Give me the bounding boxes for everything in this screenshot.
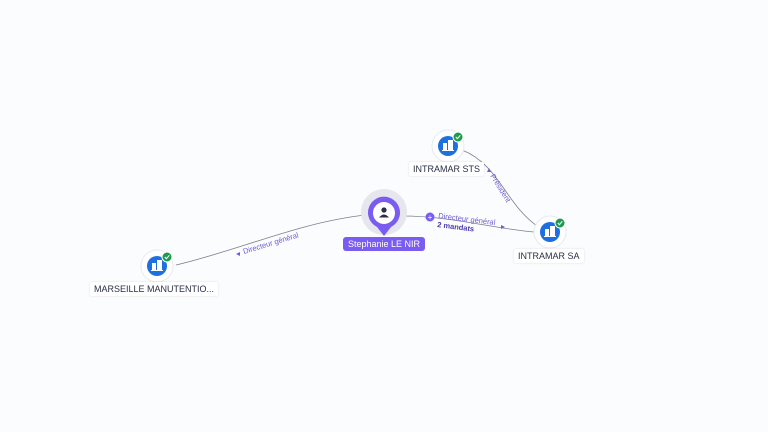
arrow-icon [501, 225, 505, 229]
person-icon [379, 207, 389, 218]
marseille-node-label[interactable]: MARSEILLE MANUTENTIO... [90, 282, 219, 296]
verified-check-icon [452, 131, 464, 143]
edge-person-marseille [175, 214, 367, 266]
add-icon[interactable] [425, 212, 435, 222]
arrow-icon [236, 252, 240, 256]
node-intramar-sts[interactable] [431, 129, 465, 163]
person-node-inner [373, 202, 395, 224]
building-icon [151, 260, 163, 271]
verified-check-icon [161, 251, 173, 263]
edge-label-group-intramar-sa[interactable]: + Directeur général 2 mandats [425, 211, 497, 234]
node-marseille[interactable] [140, 249, 174, 283]
node-person[interactable] [361, 189, 407, 236]
edge-sts-sa [461, 149, 541, 229]
edge-label-president: Président [488, 172, 513, 204]
node-intramar-sa[interactable] [533, 215, 567, 249]
arrow-icon [487, 168, 491, 172]
building-icon [442, 140, 454, 151]
intramar-sa-node-label[interactable]: INTRAMAR SA [514, 249, 584, 263]
edge-person-intramar-sa [401, 215, 535, 233]
verified-check-icon [554, 217, 566, 229]
building-icon [544, 226, 556, 237]
intramar-sts-node-label[interactable]: INTRAMAR STS [409, 162, 485, 176]
plus-glyph: + [428, 213, 433, 222]
edge-sublabel-mandats: 2 mandats [437, 220, 475, 233]
person-node-label[interactable]: Stephanie LE NIR [343, 237, 426, 251]
